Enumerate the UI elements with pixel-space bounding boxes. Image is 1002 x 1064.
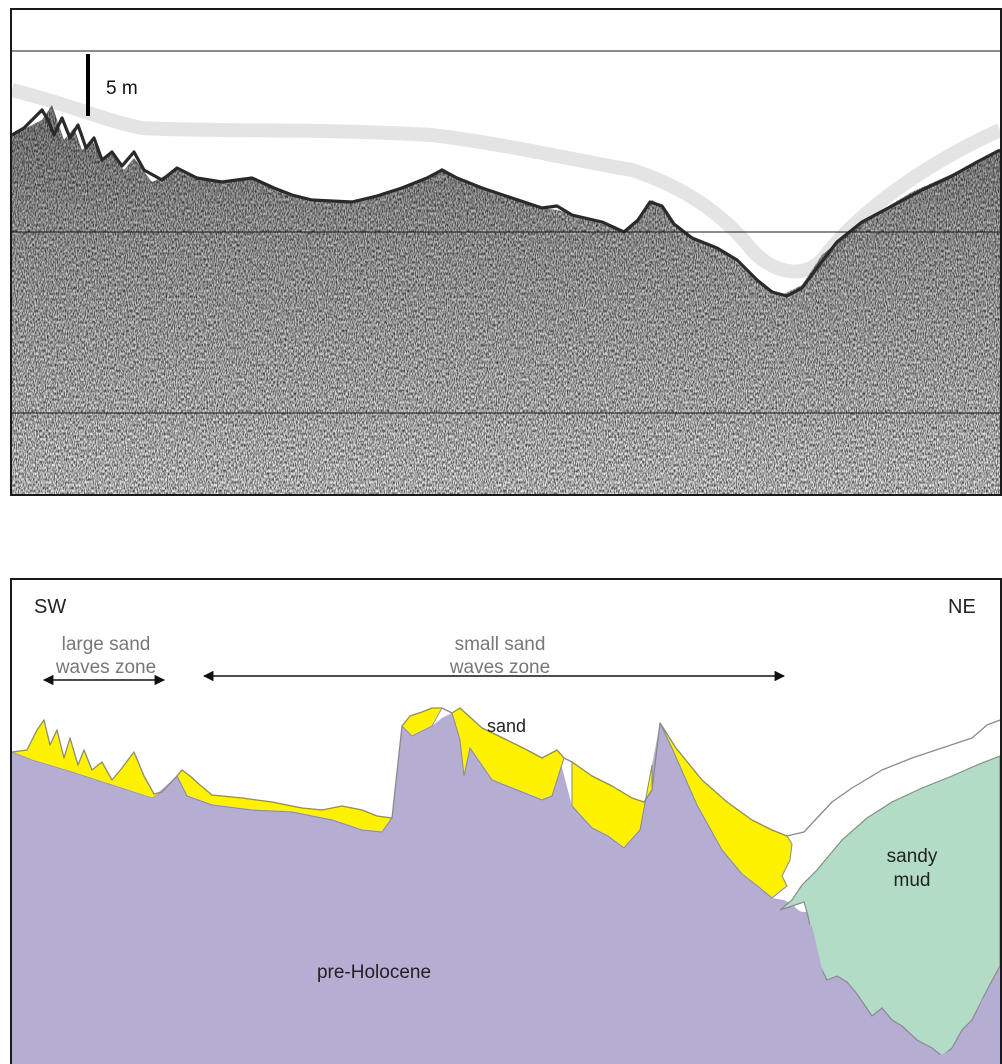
interpretation-panel: SW NE large sand waves zone small sand w… [10, 578, 1002, 1064]
small-sand-waves-zone-label-line2: waves zone [449, 657, 550, 678]
interpretation-diagram: SW NE large sand waves zone small sand w… [12, 596, 1000, 1064]
pre-holocene-label: pre-Holocene [317, 962, 431, 983]
sand-label: sand [487, 716, 526, 736]
scale-bar-label: 5 m [106, 78, 138, 99]
sandy-mud-label-line1: sandy [887, 846, 938, 867]
orientation-ne-label: NE [948, 596, 976, 618]
sandy-mud-label-line2: mud [894, 870, 931, 891]
small-sand-waves-zone-label-line1: small sand [455, 634, 546, 655]
pre-holocene-unit [12, 713, 1000, 1064]
seafloor-outline [12, 707, 1000, 837]
large-sand-waves-zone-label-line2: waves zone [55, 657, 156, 678]
seismic-profile-panel: 5 m [10, 8, 1002, 496]
large-sand-waves-zone-label-line1: large sand [62, 634, 151, 655]
seismic-profile-image: 5 m [12, 10, 1000, 494]
orientation-sw-label: SW [34, 596, 66, 618]
